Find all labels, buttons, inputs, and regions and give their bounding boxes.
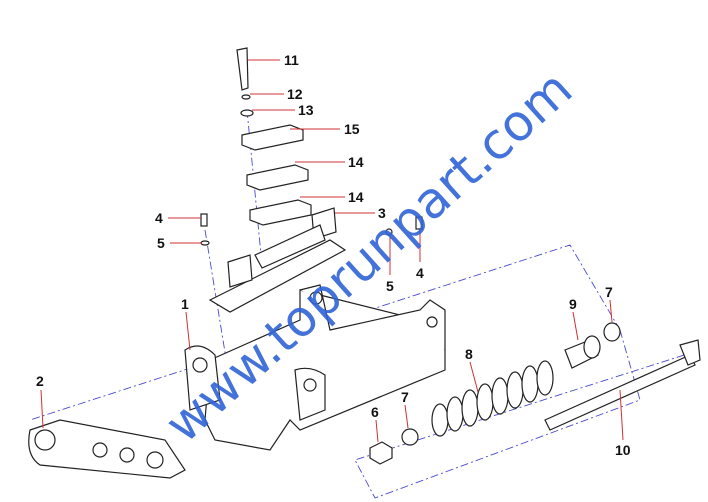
- callout-3: 3: [378, 205, 386, 221]
- callout-2: 2: [36, 373, 44, 389]
- callout-6: 6: [371, 404, 379, 420]
- callout-7-left: 7: [401, 389, 409, 405]
- callout-1: 1: [181, 296, 189, 312]
- callout-10: 10: [615, 442, 631, 458]
- callout-15: 15: [344, 121, 360, 137]
- callout-5-left: 5: [157, 235, 165, 251]
- clamp-stack: [236, 47, 312, 226]
- callout-12: 12: [287, 86, 303, 102]
- callout-14a: 14: [348, 154, 364, 170]
- hinge-plate: [28, 419, 186, 479]
- frame-bracket: [184, 207, 446, 451]
- callout-9: 9: [569, 296, 577, 312]
- leader-lines: [40, 59, 624, 443]
- callout-4-left: 4: [155, 210, 163, 226]
- callout-14b: 14: [348, 189, 364, 205]
- callout-7-right: 7: [605, 284, 613, 300]
- callout-labels: 11 12 13 15 14 14 3 4 5 5 4 1 2 9 7 8 6 …: [36, 52, 631, 458]
- callout-4-right: 4: [416, 265, 424, 281]
- callout-13: 13: [298, 102, 314, 118]
- callout-11: 11: [284, 52, 299, 68]
- callout-5-right: 5: [386, 278, 394, 294]
- callout-8: 8: [465, 346, 473, 362]
